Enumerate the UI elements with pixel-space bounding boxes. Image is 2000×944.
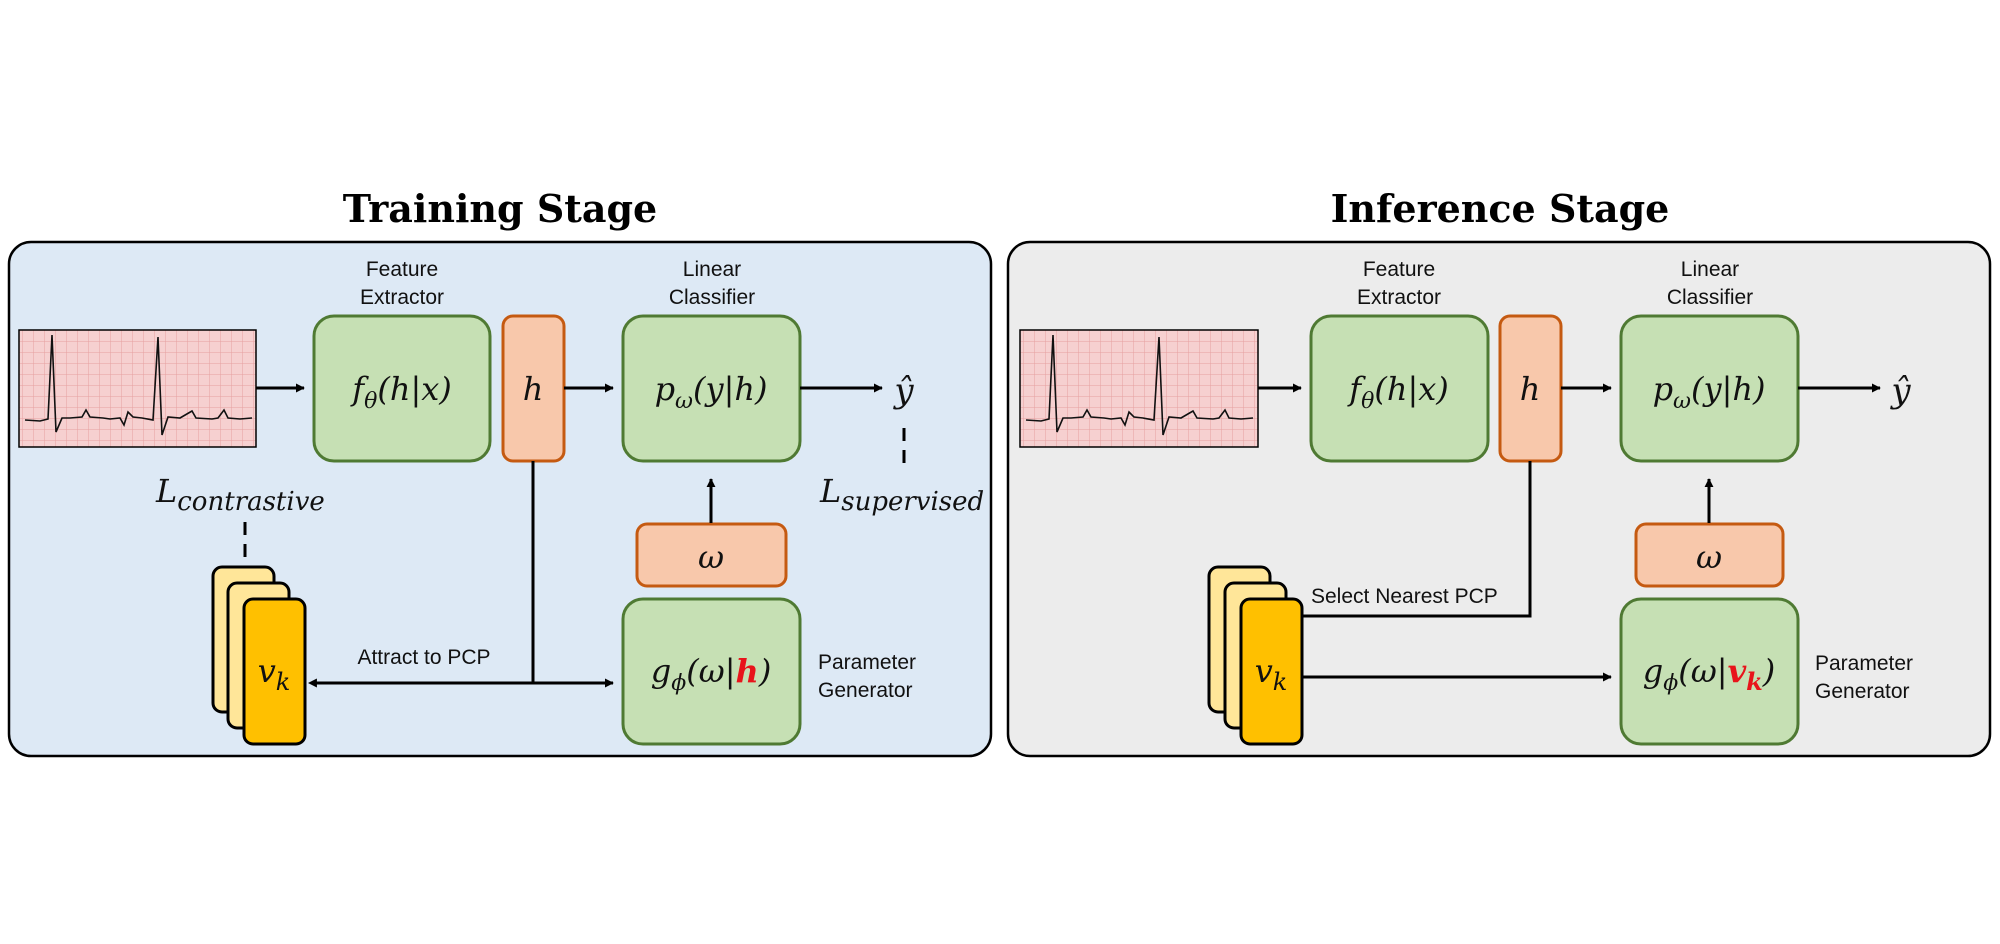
omega-label: ω [1696, 538, 1722, 576]
omega-parameter-box [635, 522, 788, 588]
loss-supervised: Lsupervised [819, 472, 984, 517]
y-hat-output: ŷ [892, 371, 914, 411]
parameter-generator-label-line2: Generator [1815, 680, 1910, 703]
loss-contrastive: Lcontrastive [155, 472, 325, 517]
feature-extractor-label: Feature [366, 258, 438, 281]
parameter-generator-label: Parameter [1815, 652, 1913, 675]
p-omega-expression: pω(y|h) [655, 370, 768, 414]
v-k-label: vk [258, 652, 291, 696]
parameter-generator-label: Parameter [818, 651, 916, 674]
training-title: Training Stage [343, 186, 657, 231]
linear-classifier-label-line2: Classifier [1667, 286, 1753, 309]
feature-extractor-box [1309, 314, 1490, 463]
y-hat-output: ŷ [1889, 371, 1911, 411]
f-theta-expression: fθ(h|x) [1347, 370, 1449, 414]
p-omega-expression: pω(y|h) [1653, 370, 1766, 414]
linear-classifier-label-line2: Classifier [669, 286, 755, 309]
h-highlight: h [736, 652, 759, 690]
g-phi-expression: gϕ(ω|h) [651, 652, 772, 696]
v-k-highlight: v [1728, 652, 1747, 690]
inference-panel: Inference Stage Feature Extractor fθ(h|x… [1006, 186, 1992, 758]
feature-extractor-label: Feature [1363, 258, 1435, 281]
feature-extractor-box [312, 314, 492, 463]
select-nearest-pcp-label: Select Nearest PCP [1311, 585, 1498, 608]
select-nearest-pcp-line [1302, 461, 1532, 618]
training-panel: Training Stage Feature Extractor fθ(h|x)… [7, 186, 993, 758]
ecg-waveform [1025, 334, 1254, 436]
attract-to-pcp-label: Attract to PCP [357, 646, 490, 669]
linear-classifier-label: Linear [1681, 258, 1739, 281]
h-label: h [523, 370, 544, 408]
inference-panel-bg [1006, 240, 1992, 758]
parameter-generator-box [1619, 597, 1800, 746]
v-k-label: vk [1255, 652, 1288, 696]
h-label: h [1520, 370, 1541, 408]
parameter-generator-label-line2: Generator [818, 679, 913, 702]
ecg-waveform [24, 334, 253, 436]
ecg-signal-image [1019, 329, 1259, 448]
g-phi-expression: gϕ(ω|vk) [1643, 652, 1776, 696]
feature-extractor-label-line2: Extractor [1357, 286, 1441, 309]
pcp-prototype-stack: vk [1207, 565, 1304, 746]
parameter-generator-box [621, 597, 802, 746]
pcp-prototype-stack: vk [211, 565, 307, 746]
feature-extractor-label-line2: Extractor [360, 286, 444, 309]
omega-label: ω [698, 538, 724, 576]
f-theta-expression: fθ(h|x) [350, 370, 452, 414]
linear-classifier-label: Linear [683, 258, 741, 281]
omega-parameter-box [1634, 522, 1785, 588]
inference-title: Inference Stage [1331, 186, 1670, 231]
ecg-signal-image [18, 329, 257, 448]
